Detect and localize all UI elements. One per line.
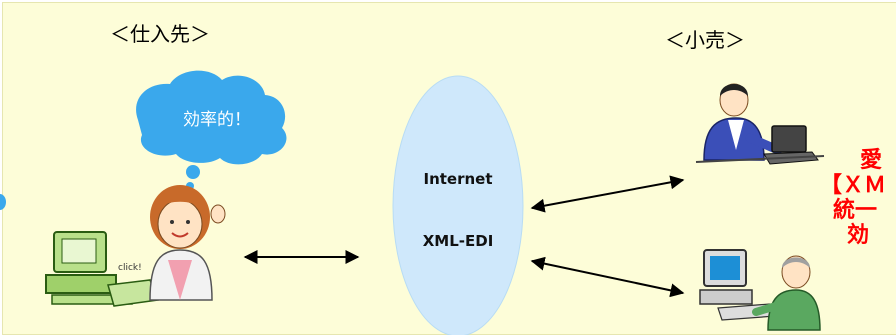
left-edge-shape — [0, 194, 6, 210]
arrow-network-retailer-top — [530, 175, 685, 213]
man-at-laptop-icon — [695, 83, 825, 165]
network-label-internet: Internet — [423, 170, 493, 188]
speech-bubble-text: 効率的！ — [183, 110, 251, 130]
right-caption-line-2: 【ＸＭ — [820, 173, 887, 198]
network-ellipse — [392, 75, 524, 335]
network-label-xml-edi: XML-EDI — [422, 232, 494, 250]
speech-bubble — [136, 70, 287, 190]
retail-label: ＜小売＞ — [665, 28, 745, 52]
man-at-desktop-icon — [699, 249, 821, 331]
right-caption-line-1: 愛 — [860, 148, 883, 173]
right-caption-line-4: 効 — [847, 223, 870, 248]
right-caption-line-3: 統一 — [833, 198, 878, 223]
svg-text:click!: click! — [118, 263, 142, 273]
woman-at-computer-icon: click! — [45, 185, 226, 307]
arrow-network-retailer-bottom — [530, 256, 685, 298]
supplier-label: ＜仕入先＞ — [110, 22, 210, 46]
